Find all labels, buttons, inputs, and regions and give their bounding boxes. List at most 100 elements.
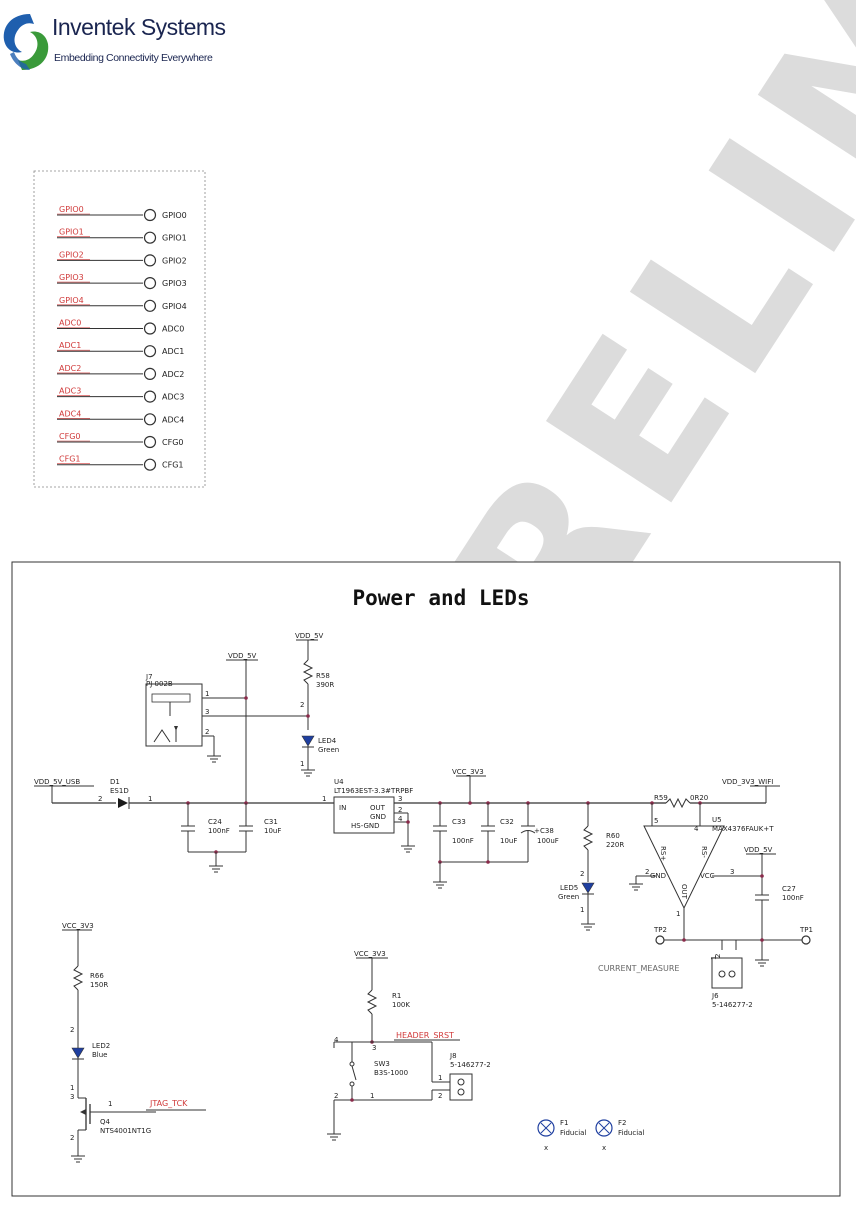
gpio-test-point-icon [143,231,157,244]
sw3-pin-a: 4 [334,1036,339,1044]
r60-led5: R60 220R 2 LED5 Green 1 [558,801,624,931]
net-jtag-tck: JTAG_TCK [149,1099,188,1108]
gpio-port-label: GPIO1 [162,234,187,243]
led4-ref: LED4 [318,737,337,745]
sw3-value: B3S-1000 [374,1069,408,1077]
j7-pin-1: 1 [205,690,209,698]
c38-polarity: + [534,827,540,835]
sw3-ref: SW3 [374,1060,390,1068]
gpio-port-label: GPIO2 [162,256,187,265]
c31-ref: C31 [264,818,278,826]
company-logo: Inventek Systems Embedding Connectivity … [0,8,226,76]
u4-pin-out: 3 [398,795,402,803]
led4-pin-a: 2 [300,701,304,709]
d1-ref: D1 [110,778,120,786]
f1-value: Fiducial [560,1129,586,1137]
u4-gnd-label: GND [370,813,386,821]
gpio-test-point-icon [143,322,157,335]
fiducials: F1 Fiducial x F2 Fiducial x [537,1119,644,1152]
gpio-port-label: GPIO4 [162,302,187,311]
r58-ref: R58 [316,672,330,680]
led2-value: Blue [92,1051,108,1059]
power-section-title: Power and LEDs [352,586,529,610]
net-header-srst: HEADER_SRST [396,1031,454,1040]
j7-value: PJ-002B [146,680,173,688]
gpio-net-label: ADC1 [59,341,81,350]
gpio-port-label: ADC0 [162,325,184,334]
q4-pin-d: 3 [70,1093,74,1101]
gpio-test-point-icon [143,458,157,471]
j6-ref: J6 [711,992,719,1000]
output-caps: VCC_3V3 C33 100nF C32 10uF [433,768,559,889]
gpio-port-label: ADC1 [162,347,184,356]
net-vdd-5v-u5: VDD_5V [744,846,773,854]
led4-value: Green [318,746,339,754]
reset-section: VCC_3V3 R1 100K HEADER_SRST 4 SW3 B3S-10… [327,950,491,1141]
gpio-port-label: CFG1 [162,461,183,470]
sw3-pin-d: 1 [370,1092,374,1100]
gpio-test-point-icon [143,390,157,403]
u5-vcc-label: VCC [700,872,715,880]
gpio-port-label: GPIO0 [162,211,187,220]
u5-ref: U5 [712,816,722,824]
gpio-port-label: ADC2 [162,370,184,379]
current-sense-section: R59 0R20 VDD_3V3_WIFI 5 4 U5 MAX4376FAUK… [598,778,813,1009]
svg-text:x: x [602,1144,606,1152]
led5-value: Green [558,893,579,901]
c32-ref: C32 [500,818,514,826]
j8-pin1: 1 [438,1074,442,1082]
gpio-test-point-icon [143,367,157,380]
sw3-pin-b: 3 [372,1044,376,1052]
gpio-net-label: GPIO4 [59,296,84,305]
j8-value: 5-146277-2 [450,1061,491,1069]
r59-value: 0R20 [690,794,708,802]
gpio-net-label: GPIO3 [59,273,84,282]
u4-ref: U4 [334,778,344,786]
gpio-test-point-icon [143,345,157,358]
led5-pin-a: 2 [580,870,584,878]
r60-ref: R60 [606,832,620,840]
c38-value: 100uF [537,837,559,845]
svg-text:x: x [544,1144,548,1152]
j6-pin2: 2 [714,954,722,958]
j7-ref: J7 [145,673,153,681]
led5-ref: LED5 [560,884,578,892]
d1-pin-a: 2 [98,795,102,803]
u4-pin-in: 1 [322,795,326,803]
j6-value: 5-146277-2 [712,1001,753,1009]
net-vcc-3v3-led2: VCC_3V3 [62,922,94,930]
u4-value: LT1963EST-3.3#TRPBF [334,787,413,795]
company-tagline: Embedding Connectivity Everywhere [54,52,213,64]
u5-pin-gnd: 2 [645,868,649,876]
u5-out-label: OUT [680,884,688,900]
u5-pin-vcc: 3 [730,868,734,876]
f2-value: Fiducial [618,1129,644,1137]
u4-pin-hs: 4 [398,815,403,823]
u5-pin-out: 1 [676,910,680,918]
input-rail-section: VDD_5V_USB 2 D1 ES1D 1 C24 100nF [34,778,334,873]
gpio-test-point-icon [143,208,157,222]
gpio-net-label: ADC4 [59,409,81,418]
gpio-net-label: CFG1 [59,455,80,464]
c32-value: 10uF [500,837,517,845]
f1-ref: F1 [560,1119,568,1127]
net-vdd-5v-r58: VDD_5V [295,632,324,640]
r1-ref: R1 [392,992,401,1000]
tp2-ref: TP2 [653,926,667,934]
c33-ref: C33 [452,818,466,826]
u5-rsm-label: RS- [700,846,708,858]
led2-ref: LED2 [92,1042,110,1050]
gpio-connector-block: GPIO0GPIO0GPIO1GPIO1GPIO2GPIO2GPIO3GPIO3… [33,170,206,488]
led5-pin-k: 1 [580,906,584,914]
c33-value: 100nF [452,837,474,845]
